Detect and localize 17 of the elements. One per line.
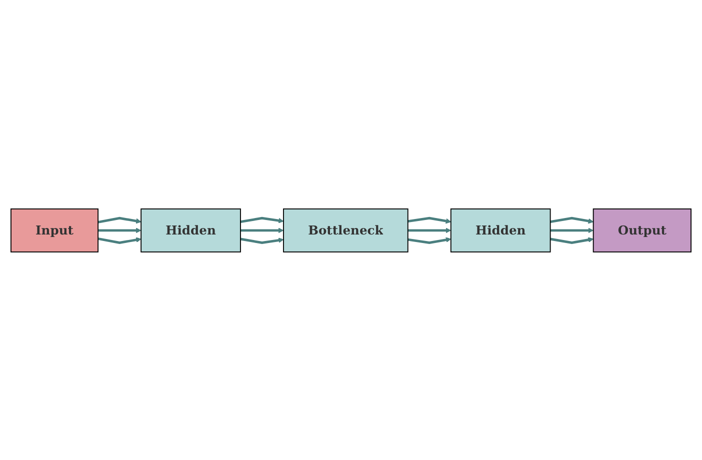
node-box: Bottleneck	[283, 208, 408, 252]
arrow	[98, 216, 142, 224]
arrow	[550, 216, 594, 224]
arrow	[240, 237, 284, 244]
arrow	[550, 236, 594, 244]
node-box: Input	[10, 208, 98, 252]
arrow	[98, 227, 142, 233]
node-box: Output	[592, 208, 692, 252]
node-box: Hidden	[140, 208, 241, 252]
arrow	[240, 227, 284, 233]
arrow	[98, 236, 142, 244]
arrow	[240, 216, 284, 223]
arrow	[408, 236, 452, 244]
arrow	[408, 227, 452, 233]
arrow	[550, 227, 594, 233]
arrow	[408, 216, 452, 224]
node-box: Hidden	[450, 208, 551, 252]
